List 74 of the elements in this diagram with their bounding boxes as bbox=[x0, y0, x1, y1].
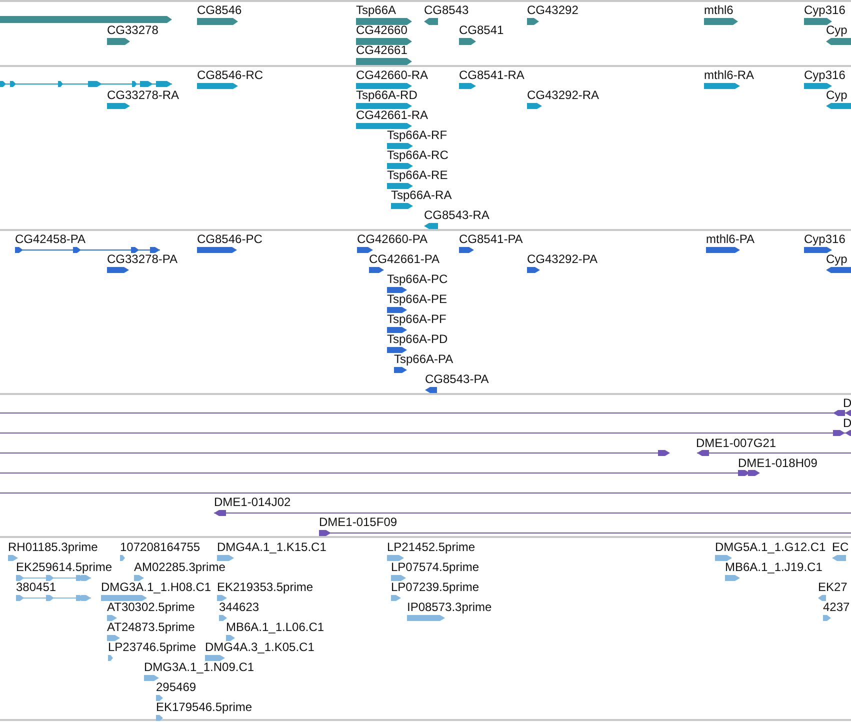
feature-label: CG8541-RA bbox=[459, 68, 524, 82]
feature-label: DMG3A.1_1.H08.C1 bbox=[101, 580, 212, 594]
feature-label: CG43292-RA bbox=[527, 88, 600, 102]
feature-label: CG42661-RA bbox=[356, 108, 428, 122]
feature-label: 107208164755 bbox=[120, 540, 200, 554]
feature-label: DMG4A.3_1.K05.C1 bbox=[205, 640, 314, 654]
feature-label: CG8543-RA bbox=[424, 208, 490, 222]
feature-label: EK219353.5prime bbox=[217, 580, 314, 594]
feature-label: CG8541-PA bbox=[459, 232, 523, 246]
feature-label: Tsp66A-PA bbox=[394, 352, 454, 366]
feature-label: CG8543 bbox=[424, 3, 469, 17]
feature-label: LP07239.5prime bbox=[391, 580, 480, 594]
feature-label: DME1-018H09 bbox=[738, 456, 818, 470]
feature-label: EC bbox=[832, 540, 849, 554]
feature-label: DME1-015F09 bbox=[319, 515, 398, 529]
feature-label: Cyp bbox=[826, 23, 848, 37]
feature-label: Cyp316 bbox=[804, 68, 846, 82]
feature-label: DMG3A.1_1.N09.C1 bbox=[144, 660, 254, 674]
feature-label: D bbox=[843, 396, 851, 410]
feature-label: Tsp66A-RA bbox=[391, 188, 452, 202]
feature-label: CG43292-PA bbox=[527, 252, 598, 266]
feature-label: LP21452.5prime bbox=[387, 540, 476, 554]
feature-label: mthl6-PA bbox=[706, 232, 754, 246]
feature-label: CG42660 bbox=[356, 23, 408, 37]
feature-label: EK27 bbox=[818, 580, 848, 594]
feature-label: EK259614.5prime bbox=[16, 560, 112, 574]
feature-label: CG8546 bbox=[197, 3, 242, 17]
feature-label: DME1-014J02 bbox=[214, 495, 291, 509]
feature-label: Tsp66A-PD bbox=[387, 332, 448, 346]
feature-label: D bbox=[843, 416, 851, 430]
feature-label: Tsp66A-PF bbox=[387, 312, 446, 326]
feature-label: Cyp316 bbox=[804, 232, 846, 246]
feature-label: CG42661-PA bbox=[369, 252, 440, 266]
feature-label: Cyp bbox=[826, 252, 848, 266]
feature-label: CG33278 bbox=[107, 23, 158, 37]
feature-label: Tsp66A-RC bbox=[387, 148, 448, 162]
feature-label: RH01185.3prime bbox=[8, 540, 98, 554]
feature-label: mthl6-RA bbox=[704, 68, 754, 82]
feature-label: CG42660-RA bbox=[356, 68, 428, 82]
feature-label: CG8546-RC bbox=[197, 68, 264, 82]
feature-label: AT30302.5prime bbox=[107, 600, 195, 614]
feature-label: 295469 bbox=[156, 680, 196, 694]
feature-label: LP23746.5prime bbox=[108, 640, 196, 654]
feature-label: 344623 bbox=[219, 600, 260, 614]
feature-label: DME1-007G21 bbox=[696, 436, 776, 450]
feature-label: Tsp66A-RF bbox=[387, 128, 448, 142]
feature-label: Tsp66A-RD bbox=[356, 88, 418, 102]
feature-label: Tsp66A-RE bbox=[387, 168, 448, 182]
feature-label: Tsp66A-PE bbox=[387, 292, 448, 306]
feature-label: AM02285.3prime bbox=[134, 560, 226, 574]
feature-label: IP08573.3prime bbox=[407, 600, 492, 614]
feature-label: 4237 bbox=[823, 600, 850, 614]
feature-label: 380451 bbox=[16, 580, 56, 594]
feature-label: CG42458-PA bbox=[15, 232, 86, 246]
feature-label: mthl6 bbox=[704, 3, 734, 17]
feature-label: MB6A.1_1.J19.C1 bbox=[725, 560, 822, 574]
feature-label: Tsp66A bbox=[356, 3, 396, 17]
feature-label: LP07574.5prime bbox=[391, 560, 480, 574]
feature-label: CG33278-PA bbox=[107, 252, 178, 266]
feature-label: DMG4A.1_1.K15.C1 bbox=[217, 540, 326, 554]
feature-label: CG33278-RA bbox=[107, 88, 180, 102]
feature-label: MB6A.1_1.L06.C1 bbox=[226, 620, 324, 634]
feature-label: EK179546.5prime bbox=[156, 700, 252, 714]
feature-label: CG8546-PC bbox=[197, 232, 262, 246]
feature-label: Cyp bbox=[826, 88, 848, 102]
feature-label: CG42661 bbox=[356, 43, 408, 57]
feature-label: AT24873.5prime bbox=[107, 620, 195, 634]
feature-label: Cyp316 bbox=[804, 3, 846, 17]
feature-label: CG43292 bbox=[527, 3, 578, 17]
feature-label: Tsp66A-PC bbox=[387, 272, 448, 286]
feature-label: CG42660-PA bbox=[357, 232, 428, 246]
feature-label: DMG5A.1_1.G12.C1 bbox=[715, 540, 826, 554]
feature-label: CG8543-PA bbox=[425, 372, 489, 386]
feature-label: CG8541 bbox=[459, 23, 504, 37]
